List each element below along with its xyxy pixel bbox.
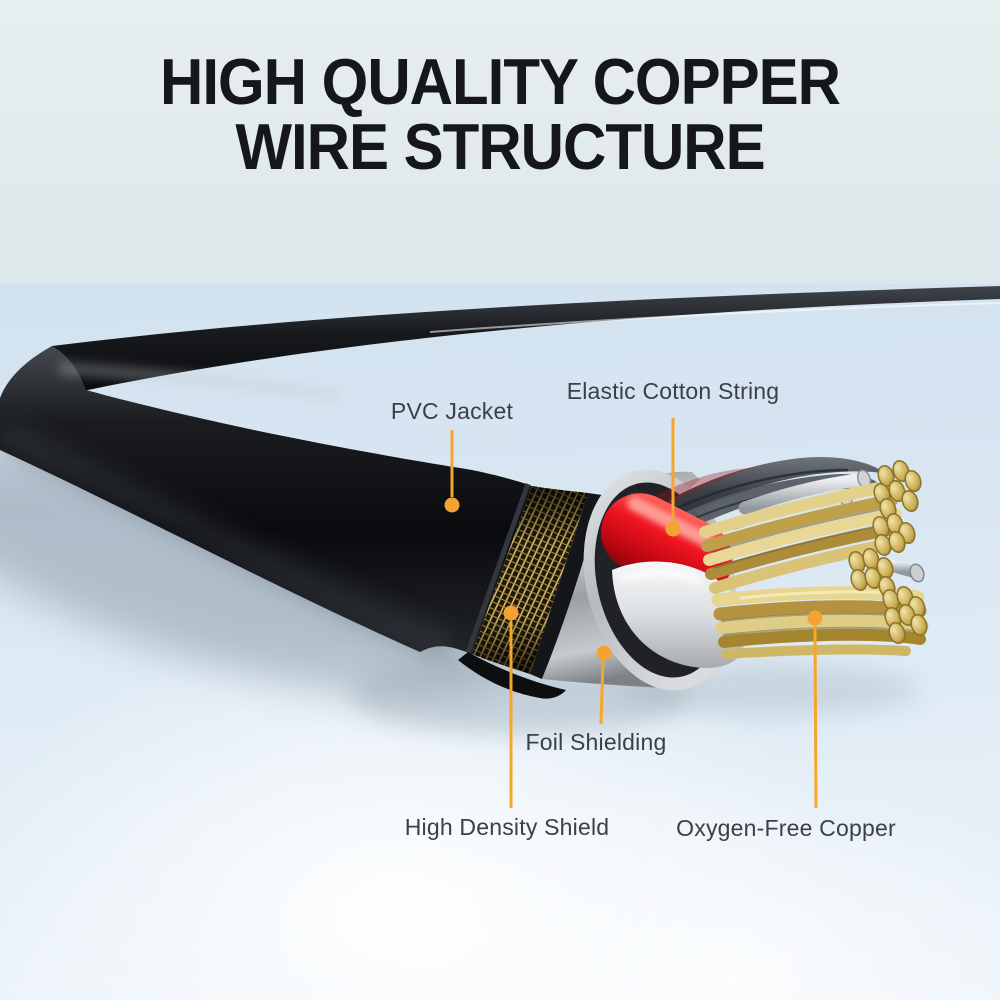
- braid-dark-ring: [530, 493, 602, 679]
- jacket-far-arc: [47, 286, 1000, 392]
- pvc-jacket-layer: [0, 286, 1000, 699]
- high-density-shield-callout-dot: [503, 605, 519, 621]
- page-title-line2: WIRE STRUCTURE: [235, 110, 765, 183]
- page-title: HIGH QUALITY COPPER WIRE STRUCTURE: [0, 45, 1000, 183]
- braid-band-shading: [472, 486, 588, 674]
- pvc-jacket-label: PVC Jacket: [390, 398, 514, 424]
- jacket-bend-reflection: [59, 364, 341, 400]
- foil-shielding-callout-dot: [596, 645, 612, 661]
- foil-shielding-label: Foil Shielding: [525, 729, 667, 755]
- oxygen-free-copper-label: Oxygen-Free Copper: [676, 815, 896, 841]
- pvc-jacket-callout-dot: [444, 497, 460, 513]
- callout-dots: [444, 497, 823, 661]
- oxygen-free-copper-callout-dot: [807, 610, 823, 626]
- callout-lines: [450, 418, 818, 809]
- elastic-cotton-string-callout-dot: [665, 521, 681, 537]
- silver-strand-1: [738, 473, 869, 515]
- jacket-cut-edge: [465, 483, 531, 653]
- page-title-line1: HIGH QUALITY COPPER: [160, 45, 841, 119]
- copper-strand-ends: [848, 459, 928, 645]
- braided-shield-layer: [472, 486, 602, 679]
- foil-shielding-callout-line: [599, 660, 605, 725]
- jacket-body-sheen: [0, 420, 455, 661]
- header-banner: [0, 0, 1000, 284]
- high-density-shield-label: High Density Shield: [404, 814, 610, 840]
- jacket-arc-highlight: [429, 302, 1000, 333]
- jacket-body: [0, 346, 532, 654]
- elastic-cotton-string-label: Elastic Cotton String: [566, 378, 780, 404]
- oxygen-free-copper-callout-line: [813, 625, 818, 809]
